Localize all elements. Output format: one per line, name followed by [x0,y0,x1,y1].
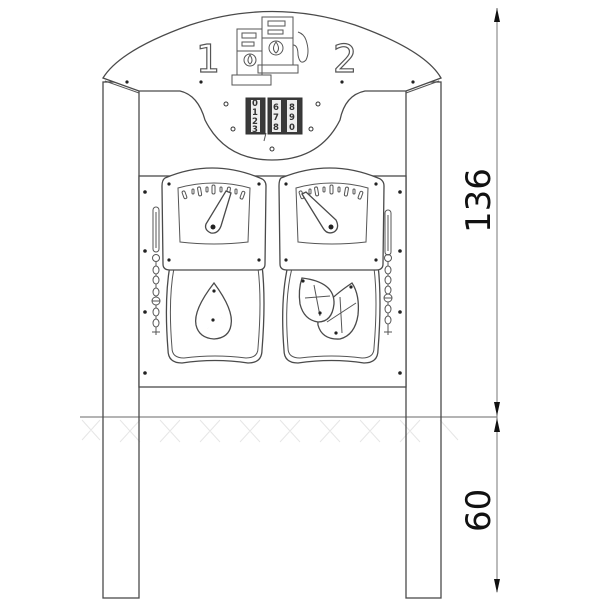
arrow-down-icon [494,579,500,593]
left-chain-fitting [151,206,161,335]
right-post [405,81,442,599]
right-module [278,167,385,364]
left-post [102,81,140,599]
right-gauge-ticks [298,184,364,200]
roller-2-digit-2: 8 [273,123,279,133]
roller-1-digit-0: 0 [252,99,258,109]
sign-label-left: 1 [196,37,220,81]
roller-2-digit-0: 6 [273,103,279,113]
roller-1-digit-3: 3 [252,125,258,135]
left-gauge-ticks [181,184,246,200]
left-gauge-needle [204,190,232,234]
left-module [161,167,267,364]
roller-3-digit-2: 0 [289,123,295,133]
water-drop-icon [194,281,233,340]
number-counter[interactable]: 0 1 2 3 6 7 8 8 9 0 [245,97,303,142]
roller-3-digit-1: 9 [289,113,295,123]
leaf-icon [298,277,360,340]
arrow-up-icon [494,8,500,22]
fuel-pump-icon [231,16,309,86]
dimension-below-ground: 60 [459,489,499,532]
dimension-above-ground: 136 [459,168,499,233]
arrow-up-icon [494,418,500,432]
sign-label-right: 2 [333,37,357,81]
top-sign: 1 2 [102,10,442,161]
roller-2-digit-1: 7 [273,113,279,123]
arrow-down-icon [494,402,500,416]
right-gauge-needle [301,191,339,234]
right-chain-fitting [383,209,393,335]
ground-hatch [81,419,459,443]
dimension-lines: 136 60 [459,8,500,593]
roller-3-digit-0: 8 [289,103,295,113]
back-panel-bolts [143,190,402,375]
left-lower-plate [165,264,265,364]
roller-1-digit-2: 2 [252,117,258,127]
roller-1-digit-1: 1 [252,108,258,118]
